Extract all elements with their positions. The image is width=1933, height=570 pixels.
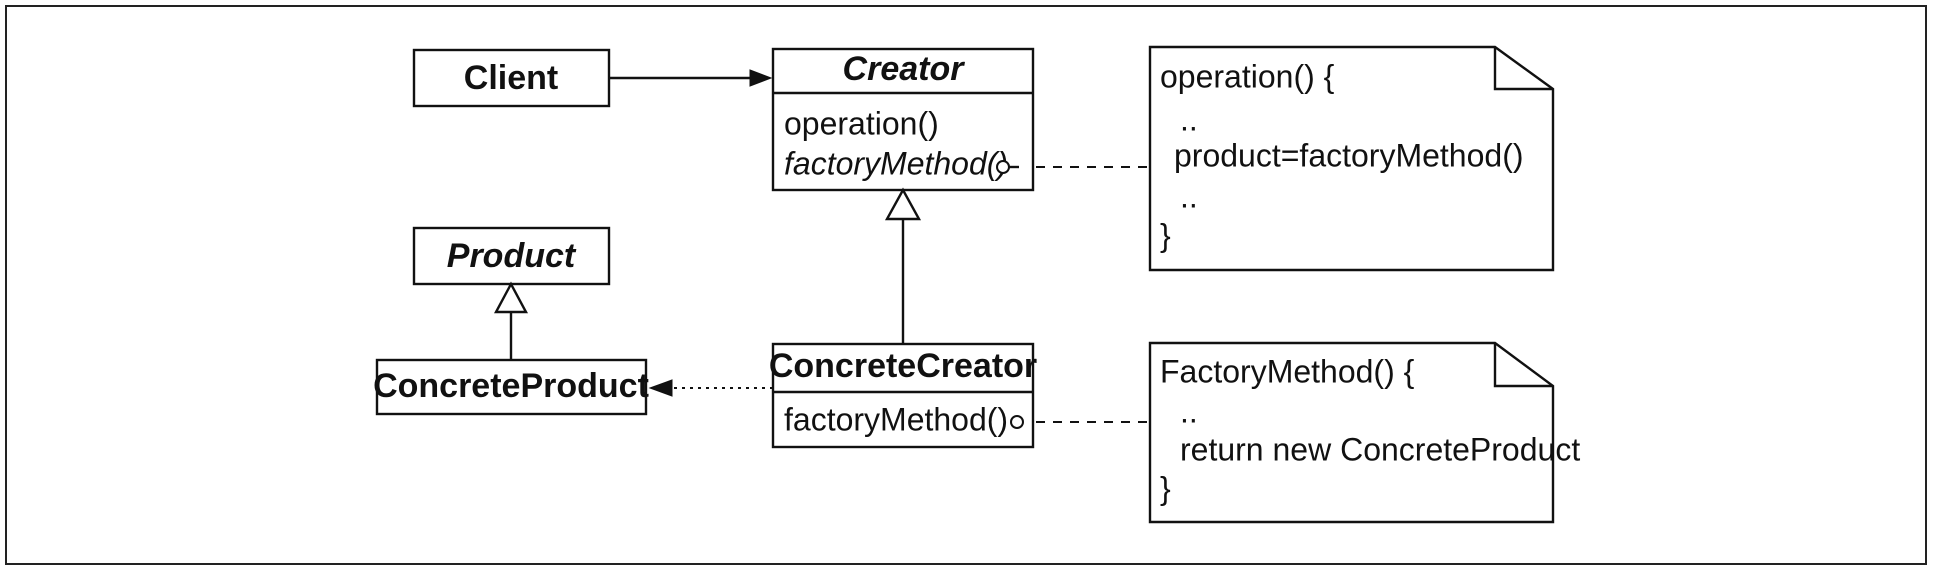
concrete-factory-note-line-4: } bbox=[1160, 470, 1171, 506]
creator-class: Creator operation() factoryMethod() bbox=[771, 47, 1035, 192]
creator-note-fold bbox=[1493, 47, 1553, 91]
creation-dependency-arrowhead bbox=[648, 379, 673, 397]
creation-dependency bbox=[648, 379, 773, 397]
concrete-factory-note-line-2: .. bbox=[1180, 393, 1198, 429]
creator-inheritance bbox=[884, 187, 922, 344]
creator-note-line-3: product=factoryMethod() bbox=[1174, 137, 1524, 173]
creator-note: operation() { .. product=factoryMethod()… bbox=[1148, 45, 1555, 272]
concrete-factory-note-shape bbox=[1148, 341, 1555, 524]
product-inheritance bbox=[493, 281, 529, 360]
concrete-product-class: ConcreteProduct bbox=[373, 358, 649, 416]
concrete-factory-note-line-1: FactoryMethod() { bbox=[1160, 353, 1415, 389]
creator-method-operation: operation() bbox=[784, 105, 939, 141]
concrete-product-box bbox=[375, 358, 648, 416]
product-label: Product bbox=[447, 237, 577, 275]
client-label: Client bbox=[464, 59, 558, 97]
concrete-factory-note-line-3: return new ConcreteProduct bbox=[1180, 431, 1580, 467]
concrete-factory-note-connector bbox=[1010, 415, 1150, 429]
product-inheritance-triangle bbox=[493, 281, 529, 314]
concrete-creator-box bbox=[771, 342, 1035, 449]
creator-inheritance-triangle bbox=[884, 187, 922, 221]
creator-note-line-2: .. bbox=[1180, 101, 1198, 137]
product-class: Product bbox=[412, 226, 611, 286]
creator-note-line-5: } bbox=[1160, 217, 1171, 253]
client-creator-association bbox=[609, 69, 773, 87]
creator-note-line-1: operation() { bbox=[1160, 58, 1335, 94]
concrete-factory-note: FactoryMethod() { .. return new Concrete… bbox=[1148, 341, 1580, 524]
creator-box bbox=[771, 47, 1035, 192]
creator-note-connector bbox=[996, 160, 1150, 174]
creator-note-shape bbox=[1148, 45, 1555, 272]
client-creator-arrowhead bbox=[749, 69, 773, 87]
concrete-creator-method-factory: factoryMethod() bbox=[784, 401, 1008, 437]
concrete-factory-note-anchor bbox=[1010, 415, 1024, 429]
creator-note-line-4: .. bbox=[1180, 178, 1198, 214]
concrete-creator-label: ConcreteCreator bbox=[769, 347, 1037, 385]
creator-label: Creator bbox=[843, 50, 966, 88]
concrete-product-label: ConcreteProduct bbox=[373, 367, 649, 405]
client-class: Client bbox=[412, 48, 611, 108]
concrete-creator-class: ConcreteCreator factoryMethod() bbox=[769, 342, 1037, 449]
creator-method-factory: factoryMethod() bbox=[784, 145, 1008, 181]
creator-note-anchor bbox=[996, 160, 1010, 174]
concrete-factory-note-fold bbox=[1493, 343, 1553, 388]
client-box bbox=[412, 48, 611, 108]
